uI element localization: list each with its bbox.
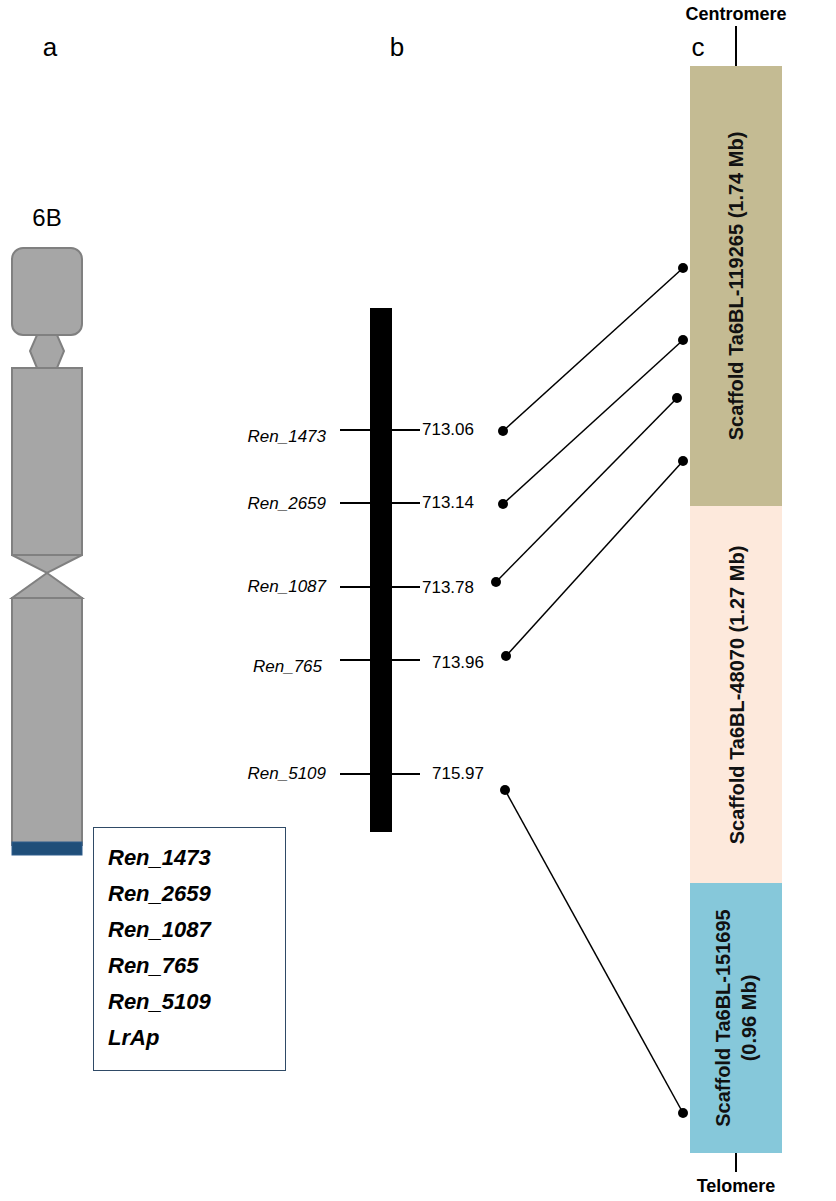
end-tick <box>735 26 737 66</box>
centromere-symbol <box>12 573 82 598</box>
map-position: 713.06 <box>422 420 474 440</box>
marker-name: LrAp <box>108 1020 269 1056</box>
map-position: 713.14 <box>422 493 474 513</box>
chromosome-arm <box>12 598 82 845</box>
marker-name: Ren_765 <box>108 948 269 984</box>
marker-name: Ren_1087 <box>108 912 269 948</box>
scaffold-band: Scaffold Ta6BL-151695 (0.96 Mb) <box>690 883 782 1153</box>
end-label: Centromere <box>685 4 786 25</box>
chromosome-arm <box>12 248 82 335</box>
marker-name: Ren_1473 <box>248 427 326 447</box>
map-position: 715.97 <box>432 764 484 784</box>
locus-band <box>12 842 82 855</box>
panel-letter: a <box>43 33 57 63</box>
marker-name: Ren_2659 <box>108 876 269 912</box>
scaffold-label: Scaffold Ta6BL-119265 (1.74 Mb) <box>723 74 749 498</box>
marker-name: Ren_2659 <box>248 494 326 514</box>
leader-dots <box>491 263 688 1118</box>
centromere-symbol <box>12 555 82 573</box>
panel-letter: b <box>390 33 404 63</box>
chromosome-name: 6B <box>32 204 61 232</box>
marker-name: Ren_5109 <box>248 764 326 784</box>
scaffold-label: Scaffold Ta6BL-48070 (1.27 Mb) <box>723 514 749 875</box>
leader-lines <box>496 268 683 1113</box>
marker-name: Ren_1087 <box>248 577 326 597</box>
marker-list-box: Ren_1473Ren_2659Ren_1087Ren_765Ren_5109L… <box>93 827 286 1071</box>
scaffold-band: Scaffold Ta6BL-48070 (1.27 Mb) <box>690 506 782 883</box>
map-position: 713.96 <box>432 653 484 673</box>
scaffold-band: Scaffold Ta6BL-119265 (1.74 Mb) <box>690 66 782 506</box>
scaffold-label: Scaffold Ta6BL-151695 (0.96 Mb) <box>710 891 762 1145</box>
map-position: 713.78 <box>422 578 474 598</box>
end-label: Telomere <box>697 1176 776 1197</box>
map-ticks <box>340 430 420 774</box>
marker-name: Ren_1473 <box>108 840 269 876</box>
panel-letter: c <box>692 33 705 63</box>
marker-name: Ren_765 <box>253 657 322 677</box>
chromosome-constriction <box>30 335 64 368</box>
marker-name: Ren_5109 <box>108 984 269 1020</box>
end-tick <box>735 1152 737 1172</box>
chromosome-arm <box>12 368 82 555</box>
map-bar <box>370 308 392 832</box>
